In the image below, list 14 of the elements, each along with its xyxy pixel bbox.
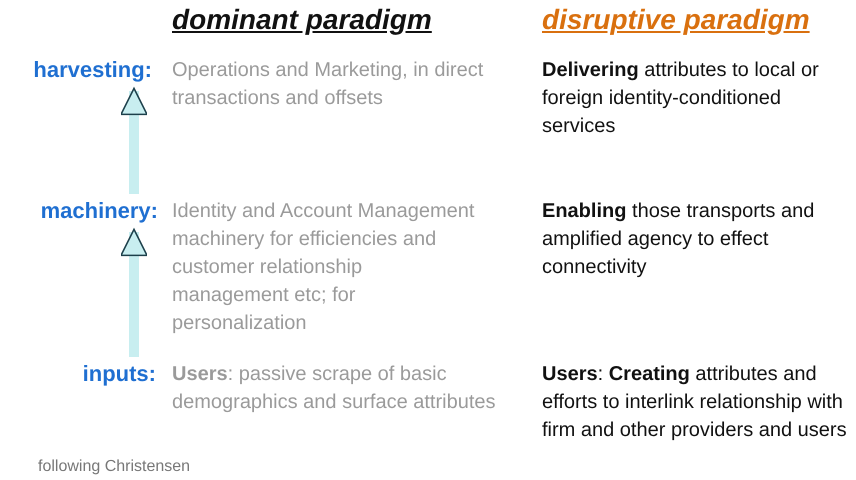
cell-text: Identity and Account Management machinery for efficiencies and customer relationship management etc; for personalization (172, 199, 476, 336)
cell-text: Users: Creating attributes and efforts to interlink relationship with firm and other providers and users (542, 362, 848, 443)
row-label: inputs: (60, 361, 156, 387)
up-arrow (120, 228, 148, 357)
column-heading: disruptive paradigm (542, 4, 811, 36)
column-heading: dominant paradigm (172, 4, 433, 36)
cell-text: Operations and Marketing, in direct transactions and offsets (172, 58, 484, 111)
cell-text: Users: passive scrape of basic demographics and surface attributes (172, 362, 497, 415)
cell-text: Delivering attributes to local or foreign identity-conditioned services (542, 58, 820, 139)
row-label: harvesting: (10, 57, 152, 83)
row-label: machinery: (10, 198, 158, 224)
footnote: following Christensen (38, 458, 192, 476)
cell-text: Enabling those transports and amplified agency to effect connectivity (542, 199, 816, 280)
up-arrow (120, 88, 148, 194)
